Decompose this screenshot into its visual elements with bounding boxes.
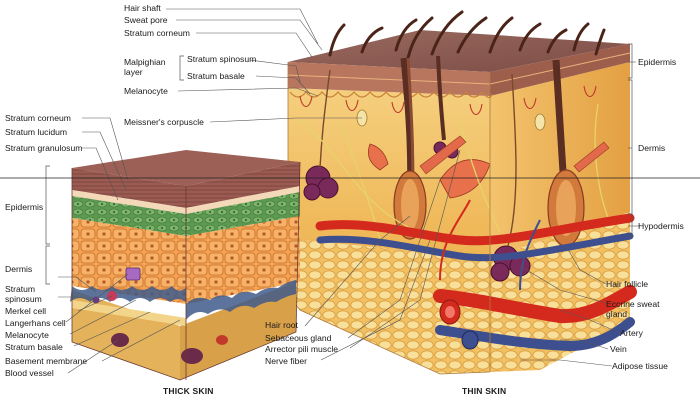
label-blood-vessel: Blood vessel xyxy=(5,368,54,378)
label-malpighian-layer: Malpighian layer xyxy=(124,57,166,77)
label-nerve-fiber: Nerve fiber xyxy=(265,356,308,366)
label-adipose-tissue: Adipose tissue xyxy=(612,361,668,371)
label-stratum-spinosum-top: Stratum spinosum xyxy=(187,54,257,64)
label-dermis-right: Dermis xyxy=(638,143,666,153)
blood-vessels-thin xyxy=(315,199,637,352)
label-sweat-pore: Sweat pore xyxy=(124,15,168,25)
label-eccrine-sweat-gland: Eccrine sweat gland xyxy=(606,299,660,319)
blood-vessels-thick xyxy=(111,333,228,364)
label-hair-follicle: Hair follicle xyxy=(606,279,649,289)
dermis-front-face xyxy=(288,88,490,258)
sweat-ducts xyxy=(319,69,517,247)
label-epidermis-left: Epidermis xyxy=(5,202,44,212)
thick-right-base xyxy=(180,282,296,380)
thick-skin-block xyxy=(70,150,301,381)
label-dermis-left: Dermis xyxy=(5,264,33,274)
label-basement-membrane: Basement membrane xyxy=(5,356,88,366)
caption-thick-skin: THICK SKIN xyxy=(163,386,214,396)
label-sebaceous-gland: Sebaceous gland xyxy=(265,333,332,343)
label-stratum-basale-left: Stratum basale xyxy=(5,342,63,352)
caption-thin-skin: THIN SKIN xyxy=(462,386,507,396)
label-langerhans-cell: Langerhans cell xyxy=(5,318,66,328)
label-melanocyte-left: Melanocyte xyxy=(5,330,49,340)
label-meissners-corpuscle: Meissner's corpuscle xyxy=(124,117,204,127)
arrector-pili xyxy=(419,135,610,175)
label-artery: Artery xyxy=(620,328,643,338)
label-stratum-spinosum-left: Stratum spinosum xyxy=(5,284,42,304)
label-vein: Vein xyxy=(610,344,627,354)
sebaceous-glands xyxy=(367,143,491,199)
label-hair-root: Hair root xyxy=(265,320,298,330)
label-stratum-corneum-left: Stratum corneum xyxy=(5,113,71,123)
label-stratum-lucidum: Stratum lucidum xyxy=(5,127,68,137)
leader-lines xyxy=(58,8,640,374)
label-hair-shaft: Hair shaft xyxy=(124,3,161,13)
brackets xyxy=(45,43,633,285)
capillary-loops xyxy=(299,85,597,116)
label-stratum-corneum-top: Stratum corneum xyxy=(124,28,190,38)
adipose-front-face xyxy=(288,232,490,374)
label-stratum-granulosum: Stratum granulosum xyxy=(5,143,83,153)
thin-skin-block xyxy=(287,10,637,375)
label-melanocyte-top: Melanocyte xyxy=(124,86,168,96)
label-arrector-pili-muscle: Arrector pili muscle xyxy=(265,344,339,354)
label-epidermis-right: Epidermis xyxy=(638,57,677,67)
label-stratum-basale-top: Stratum basale xyxy=(187,71,245,81)
label-merkel-cell: Merkel cell xyxy=(5,306,47,316)
hair-shafts xyxy=(328,10,606,60)
label-hypodermis: Hypodermis xyxy=(638,221,684,231)
